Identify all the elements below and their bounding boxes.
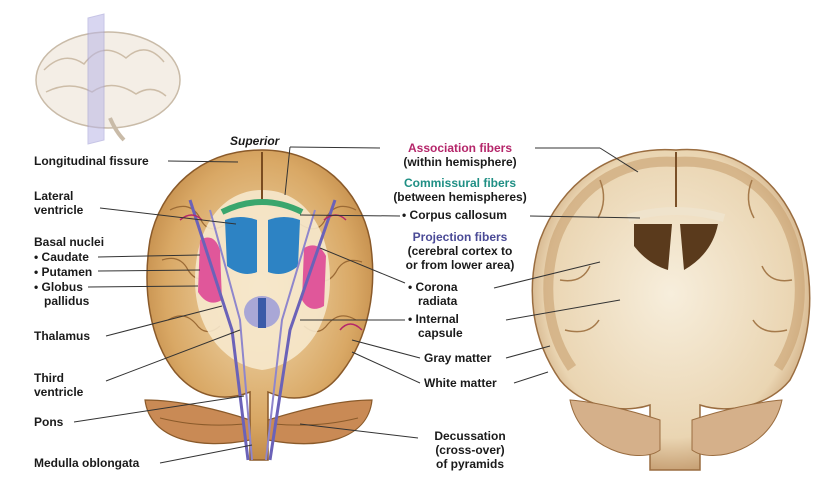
leader-lines	[73, 146, 641, 464]
label-third-ventricle-line2: ventricle	[34, 385, 84, 399]
label-putamen: • Putamen	[34, 265, 93, 279]
label-decussation-line2: (cross-over)	[435, 443, 505, 457]
label-basal-nuclei: Basal nuclei	[34, 235, 105, 249]
label-white-matter: White matter	[424, 376, 497, 390]
label-lateral-ventricle-line1: Lateral	[34, 189, 74, 203]
label-projection-sub1: (cerebral cortex to	[407, 244, 513, 258]
label-commissural-fibers: Commissural fibers	[403, 176, 517, 190]
label-projection-fibers: Projection fibers	[412, 230, 508, 244]
label-internal-line1: • Internal	[408, 312, 459, 326]
label-decussation-line1: Decussation	[434, 429, 506, 443]
label-pons: Pons	[34, 415, 64, 429]
label-decussation-line3: of pyramids	[435, 457, 504, 471]
label-gray-matter: Gray matter	[424, 351, 492, 365]
label-corpus-callosum: • Corpus callosum	[402, 208, 507, 222]
label-association-sub: (within hemisphere)	[403, 155, 517, 169]
label-longitudinal-fissure: Longitudinal fissure	[34, 154, 149, 168]
label-association-fibers: Association fibers	[407, 141, 513, 155]
label-corona-line1: • Corona	[408, 280, 458, 294]
label-projection-sub2: or from lower area)	[405, 258, 515, 272]
coronal-section-photo	[531, 148, 811, 471]
label-caudate: • Caudate	[34, 250, 89, 264]
label-internal-line2: capsule	[418, 326, 463, 340]
label-medulla-oblongata: Medulla oblongata	[34, 456, 140, 470]
label-lateral-ventricle-line2: ventricle	[34, 203, 84, 217]
label-globus-line2: pallidus	[44, 294, 90, 308]
orientation-brain-icon	[35, 13, 181, 145]
label-globus-line1: • Globus	[34, 280, 83, 294]
horizontal-section-illustration	[144, 149, 374, 461]
label-commissural-sub: (between hemispheres)	[393, 190, 527, 204]
orientation-label: Superior	[230, 134, 280, 148]
label-thalamus: Thalamus	[34, 329, 91, 343]
label-third-ventricle-line1: Third	[34, 371, 64, 385]
label-corona-line2: radiata	[418, 294, 458, 308]
